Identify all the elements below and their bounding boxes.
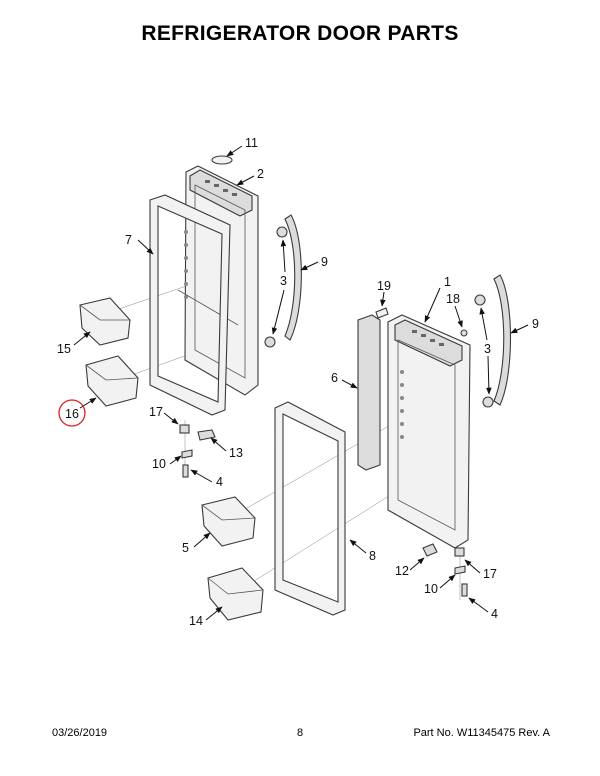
- handle-screw: [276, 226, 288, 238]
- left-door-handle: [284, 214, 302, 341]
- hinge-bushing: [179, 424, 190, 434]
- door-stop: [197, 429, 216, 441]
- hinge-pin: [454, 565, 466, 575]
- callout-9-left: 9: [321, 255, 328, 269]
- door-bin-16: [85, 355, 139, 407]
- door-closer: [422, 543, 438, 557]
- callout-10-right: 10: [424, 582, 438, 596]
- callout-13: 13: [229, 446, 243, 460]
- hinge-cap: [211, 155, 233, 165]
- callout-4-right: 4: [491, 607, 498, 621]
- door-bin-5: [201, 496, 256, 547]
- right-door-panel: [387, 314, 471, 549]
- callout-17-right: 17: [483, 567, 497, 581]
- leader-lines: [73, 145, 529, 621]
- highlight-circle: [58, 399, 86, 427]
- callout-15: 15: [57, 342, 71, 356]
- callout-2: 2: [257, 167, 264, 181]
- footer-part-number: Part No. W11345475 Rev. A: [413, 727, 550, 739]
- hinge-pin: [181, 449, 193, 459]
- callout-19: 19: [377, 279, 391, 293]
- callout-14: 14: [189, 614, 203, 628]
- right-door-gasket: [274, 401, 346, 616]
- callout-17-left: 17: [149, 405, 163, 419]
- handle-screw: [482, 396, 494, 408]
- callout-5: 5: [182, 541, 189, 555]
- hinge-screw: [461, 583, 468, 597]
- footer-page-number: 8: [296, 727, 304, 739]
- callout-1: 1: [444, 275, 451, 289]
- left-door-gasket: [149, 194, 231, 416]
- callout-12: 12: [395, 564, 409, 578]
- callout-10-left: 10: [152, 457, 166, 471]
- door-bin-15: [79, 297, 131, 346]
- left-door-panel: [177, 165, 259, 396]
- door-screw: [460, 329, 468, 337]
- hinge-screw: [182, 464, 189, 478]
- footer-date: 03/26/2019: [52, 727, 108, 739]
- mullion-spring: [375, 307, 389, 319]
- hinge-bushing: [454, 547, 465, 557]
- callout-4-left: 4: [216, 475, 223, 489]
- callout-numbers: 11 2 7 3 9 15 16 17 13 10 4 5 14 8 6 1 1…: [57, 136, 539, 628]
- callout-16: 16: [65, 407, 79, 421]
- callout-3-right: 3: [484, 342, 491, 356]
- handle-screw: [474, 294, 486, 306]
- callout-8: 8: [369, 549, 376, 563]
- callout-7: 7: [125, 233, 132, 247]
- callout-11: 11: [245, 136, 258, 150]
- callout-6: 6: [331, 371, 338, 385]
- flipper-mullion: [357, 314, 381, 471]
- page-title: REFRIGERATOR DOOR PARTS: [141, 22, 459, 45]
- callout-18: 18: [446, 292, 460, 306]
- callout-9-right: 9: [532, 317, 539, 331]
- right-door-handle: [493, 274, 512, 406]
- handle-screw: [264, 336, 276, 348]
- callout-3-left: 3: [280, 274, 287, 288]
